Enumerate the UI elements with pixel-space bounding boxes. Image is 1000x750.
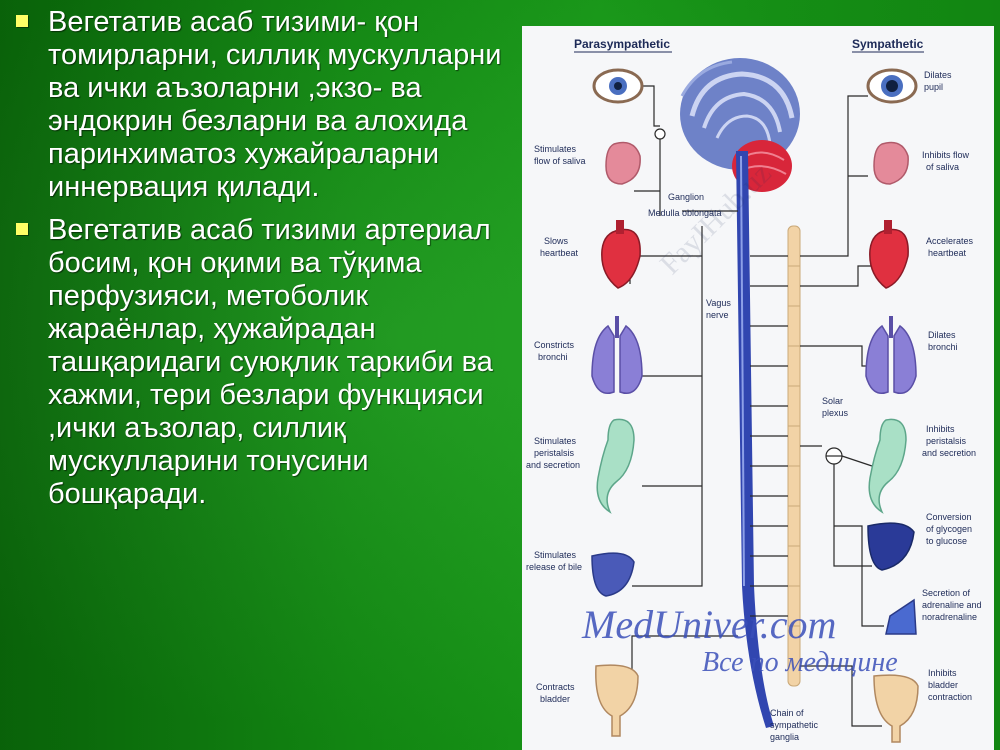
left-effect-3: Constricts bronchi <box>534 340 575 362</box>
sympathetic-chain <box>787 225 801 687</box>
watermark-meduniver: MedUniver.com <box>581 602 836 647</box>
svg-text:bladder: bladder <box>540 694 570 704</box>
left-effect-5: Stimulates release of bile <box>526 550 582 572</box>
salivary-gland-icon <box>605 141 641 185</box>
label-solar-1: Solar <box>822 396 843 406</box>
bullet-item-2: Вегетатив асаб тизими артериал босим, қо… <box>8 214 523 511</box>
liver-icon <box>867 522 915 571</box>
svg-text:contraction: contraction <box>928 692 972 702</box>
stomach-icon <box>868 418 907 514</box>
right-effect-3: Accelerates heartbeat <box>926 236 974 258</box>
svg-text:Dilates: Dilates <box>924 70 952 80</box>
label-chain-1: Chain of <box>770 708 804 718</box>
liver-icon <box>591 552 635 597</box>
svg-text:bronchi: bronchi <box>538 352 568 362</box>
adrenal-gland-icon <box>885 598 917 635</box>
stomach-icon <box>596 418 635 514</box>
label-ganglion: Ganglion <box>668 192 704 202</box>
salivary-gland-icon <box>873 141 909 185</box>
heart-icon <box>601 220 641 289</box>
svg-text:Stimulates: Stimulates <box>534 550 577 560</box>
bladder-icon <box>873 674 919 743</box>
eye-icon <box>592 68 644 104</box>
svg-text:Stimulates: Stimulates <box>534 436 577 446</box>
bullet-square-icon <box>16 15 28 27</box>
svg-text:to glucose: to glucose <box>926 536 967 546</box>
nervous-system-diagram: Parasympathetic Sympathetic <box>522 26 994 750</box>
bullet-square-icon <box>16 223 28 235</box>
label-vagus-1: Vagus <box>706 298 731 308</box>
left-effect-6: Contracts bladder <box>536 682 575 704</box>
bladder-icon <box>595 664 639 737</box>
eye-icon <box>866 68 918 104</box>
watermark-subtitle: Все по медицине <box>702 647 898 678</box>
svg-text:Constricts: Constricts <box>534 340 575 350</box>
svg-text:and secretion: and secretion <box>526 460 580 470</box>
svg-text:bladder: bladder <box>928 680 958 690</box>
svg-text:of glycogen: of glycogen <box>926 524 972 534</box>
right-effect-1: Dilates pupil <box>924 70 952 92</box>
svg-text:pupil: pupil <box>924 82 943 92</box>
svg-text:Inhibits: Inhibits <box>926 424 955 434</box>
left-effect-2: Slows heartbeat <box>540 236 579 258</box>
lungs-icon <box>591 316 643 394</box>
svg-text:peristalsis: peristalsis <box>534 448 575 458</box>
svg-text:noradrenaline: noradrenaline <box>922 612 977 622</box>
svg-text:bronchi: bronchi <box>928 342 958 352</box>
right-effect-7: Secretion of adrenaline and noradrenalin… <box>922 588 982 622</box>
spinal-cord <box>736 151 774 728</box>
watermark-fayihub: FayIHub.uz <box>654 157 778 281</box>
bullet-item-1: Вегетатив асаб тизими- қон томирларни, с… <box>8 6 523 204</box>
right-effect-4: Dilates bronchi <box>928 330 958 352</box>
bullet-text-2: Вегетатив асаб тизими артериал босим, қо… <box>48 214 493 510</box>
left-effect-1: Stimulates flow of saliva <box>534 144 586 166</box>
svg-text:Contracts: Contracts <box>536 682 575 692</box>
label-vagus-2: nerve <box>706 310 729 320</box>
right-effect-5: Inhibits peristalsis and secretion <box>922 424 976 458</box>
label-chain-2: sympathetic <box>770 720 819 730</box>
svg-text:Conversion: Conversion <box>926 512 972 522</box>
svg-text:Accelerates: Accelerates <box>926 236 974 246</box>
svg-text:flow of saliva: flow of saliva <box>534 156 586 166</box>
svg-text:Dilates: Dilates <box>928 330 956 340</box>
svg-text:Inhibits: Inhibits <box>928 668 957 678</box>
right-effect-6: Conversion of glycogen to glucose <box>926 512 972 546</box>
right-effect-2: Inhibits flow of saliva <box>922 150 970 172</box>
header-parasympathetic: Parasympathetic <box>574 37 670 51</box>
right-effect-8: Inhibits bladder contraction <box>928 668 972 702</box>
heart-icon <box>869 220 909 289</box>
svg-text:Secretion of: Secretion of <box>922 588 971 598</box>
lungs-icon <box>865 316 917 394</box>
left-effect-4: Stimulates peristalsis and secretion <box>526 436 580 470</box>
bullet-text-1: Вегетатив асаб тизими- қон томирларни, с… <box>48 6 502 203</box>
svg-text:heartbeat: heartbeat <box>928 248 967 258</box>
svg-text:Slows: Slows <box>544 236 569 246</box>
text-panel: Вегетатив асаб тизими- қон томирларни, с… <box>8 6 523 521</box>
svg-text:of saliva: of saliva <box>926 162 959 172</box>
svg-text:Inhibits flow: Inhibits flow <box>922 150 970 160</box>
svg-text:heartbeat: heartbeat <box>540 248 579 258</box>
svg-text:release of bile: release of bile <box>526 562 582 572</box>
svg-text:Stimulates: Stimulates <box>534 144 577 154</box>
svg-text:and secretion: and secretion <box>922 448 976 458</box>
svg-text:peristalsis: peristalsis <box>926 436 967 446</box>
label-chain-3: ganglia <box>770 732 799 742</box>
svg-text:adrenaline and: adrenaline and <box>922 600 982 610</box>
header-sympathetic: Sympathetic <box>852 37 924 51</box>
label-medulla: Medulla oblongata <box>648 208 722 218</box>
label-solar-2: plexus <box>822 408 849 418</box>
